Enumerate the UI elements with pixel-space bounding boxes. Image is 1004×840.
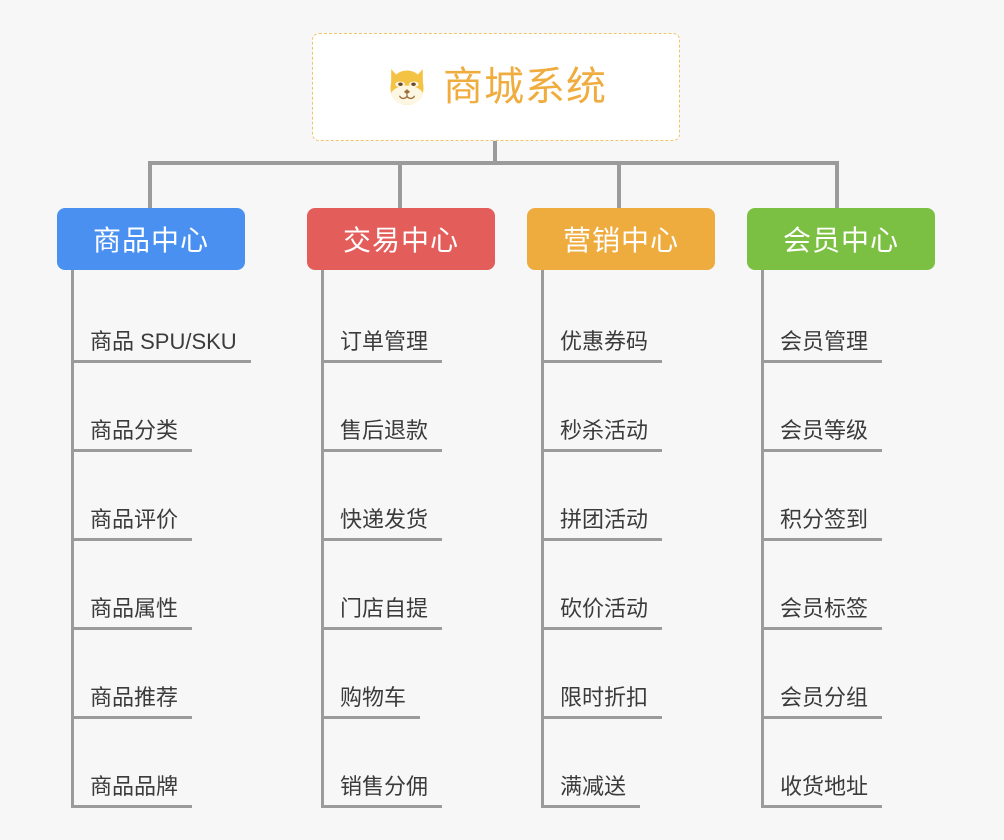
- branch-column-trade: 交易中心 订单管理 售后退款 快递发货 门店自提 购物车 销售分佣: [307, 208, 507, 808]
- list-item[interactable]: 砍价活动: [542, 541, 727, 630]
- list-item-label: 商品 SPU/SKU: [72, 329, 251, 363]
- list-item[interactable]: 会员等级: [762, 363, 947, 452]
- list-item[interactable]: 商品分类: [72, 363, 283, 452]
- branch-column-marketing: 营销中心 优惠券码 秒杀活动 拼团活动 砍价活动 限时折扣 满减送: [527, 208, 727, 808]
- list-item-label: 商品品牌: [72, 774, 193, 808]
- list-item-label: 购物车: [322, 685, 421, 719]
- list-item[interactable]: 满减送: [542, 719, 727, 808]
- branch-items-member: 会员管理 会员等级 积分签到 会员标签 会员分组 收货地址: [761, 270, 947, 808]
- list-item[interactable]: 商品评价: [72, 452, 283, 541]
- list-item[interactable]: 商品推荐: [72, 630, 283, 719]
- list-item-label: 商品评价: [72, 507, 193, 541]
- list-item-label: 拼团活动: [542, 507, 663, 541]
- list-item[interactable]: 限时折扣: [542, 630, 727, 719]
- list-item[interactable]: 会员管理: [762, 274, 947, 363]
- connector-drop-branch-3: [617, 161, 621, 210]
- list-item-label: 销售分佣: [322, 774, 443, 808]
- root-title: 商城系统: [443, 65, 607, 109]
- list-item[interactable]: 购物车: [322, 630, 507, 719]
- list-item-label: 砍价活动: [542, 596, 663, 630]
- branch-header-product[interactable]: 商品中心: [57, 208, 245, 270]
- list-item-label: 积分签到: [762, 507, 883, 541]
- branch-header-trade[interactable]: 交易中心: [307, 208, 495, 270]
- connector-drop-branch-1: [148, 161, 152, 210]
- list-item[interactable]: 销售分佣: [322, 719, 507, 808]
- connector-horizontal-bus: [148, 161, 836, 165]
- list-item-label: 会员等级: [762, 418, 883, 452]
- list-item[interactable]: 收货地址: [762, 719, 947, 808]
- list-item-label: 限时折扣: [542, 685, 663, 719]
- list-item[interactable]: 订单管理: [322, 274, 507, 363]
- list-item[interactable]: 拼团活动: [542, 452, 727, 541]
- branch-header-label: 会员中心: [782, 225, 899, 256]
- shiba-dog-face-icon: [390, 69, 424, 105]
- list-item-label: 秒杀活动: [542, 418, 663, 452]
- list-item-label: 商品属性: [72, 596, 193, 630]
- list-item[interactable]: 优惠券码: [542, 274, 727, 363]
- branch-items-marketing: 优惠券码 秒杀活动 拼团活动 砍价活动 限时折扣 满减送: [541, 270, 727, 808]
- branch-column-member: 会员中心 会员管理 会员等级 积分签到 会员标签 会员分组 收货地址: [747, 208, 947, 808]
- branch-header-label: 营销中心: [562, 225, 679, 256]
- root-node[interactable]: 商城系统: [312, 33, 680, 141]
- branch-header-marketing[interactable]: 营销中心: [527, 208, 715, 270]
- branch-items-trade: 订单管理 售后退款 快递发货 门店自提 购物车 销售分佣: [321, 270, 507, 808]
- list-item[interactable]: 会员分组: [762, 630, 947, 719]
- branch-header-label: 商品中心: [92, 225, 209, 256]
- list-item-label: 门店自提: [322, 596, 443, 630]
- list-item[interactable]: 门店自提: [322, 541, 507, 630]
- list-item[interactable]: 售后退款: [322, 363, 507, 452]
- list-item-label: 商品推荐: [72, 685, 193, 719]
- list-item-label: 满减送: [542, 774, 641, 808]
- list-item-label: 订单管理: [322, 329, 443, 363]
- list-item-label: 商品分类: [72, 418, 193, 452]
- list-item[interactable]: 积分签到: [762, 452, 947, 541]
- list-item[interactable]: 商品属性: [72, 541, 283, 630]
- branch-column-product: 商品中心 商品 SPU/SKU 商品分类 商品评价 商品属性 商品推荐 商品品牌: [57, 208, 283, 808]
- list-item-label: 收货地址: [762, 774, 883, 808]
- list-item-label: 售后退款: [322, 418, 443, 452]
- list-item[interactable]: 会员标签: [762, 541, 947, 630]
- connector-drop-branch-2: [398, 161, 402, 210]
- list-item[interactable]: 商品 SPU/SKU: [72, 274, 283, 363]
- connector-drop-branch-4: [835, 161, 839, 210]
- branch-header-member[interactable]: 会员中心: [747, 208, 935, 270]
- list-item-label: 快递发货: [322, 507, 443, 541]
- list-item-label: 优惠券码: [542, 329, 663, 363]
- branch-header-label: 交易中心: [342, 225, 459, 256]
- list-item-label: 会员管理: [762, 329, 883, 363]
- branch-items-product: 商品 SPU/SKU 商品分类 商品评价 商品属性 商品推荐 商品品牌: [71, 270, 283, 808]
- list-item-label: 会员分组: [762, 685, 883, 719]
- list-item[interactable]: 商品品牌: [72, 719, 283, 808]
- list-item[interactable]: 快递发货: [322, 452, 507, 541]
- list-item-label: 会员标签: [762, 596, 883, 630]
- list-item[interactable]: 秒杀活动: [542, 363, 727, 452]
- connector-root-stem: [493, 141, 497, 164]
